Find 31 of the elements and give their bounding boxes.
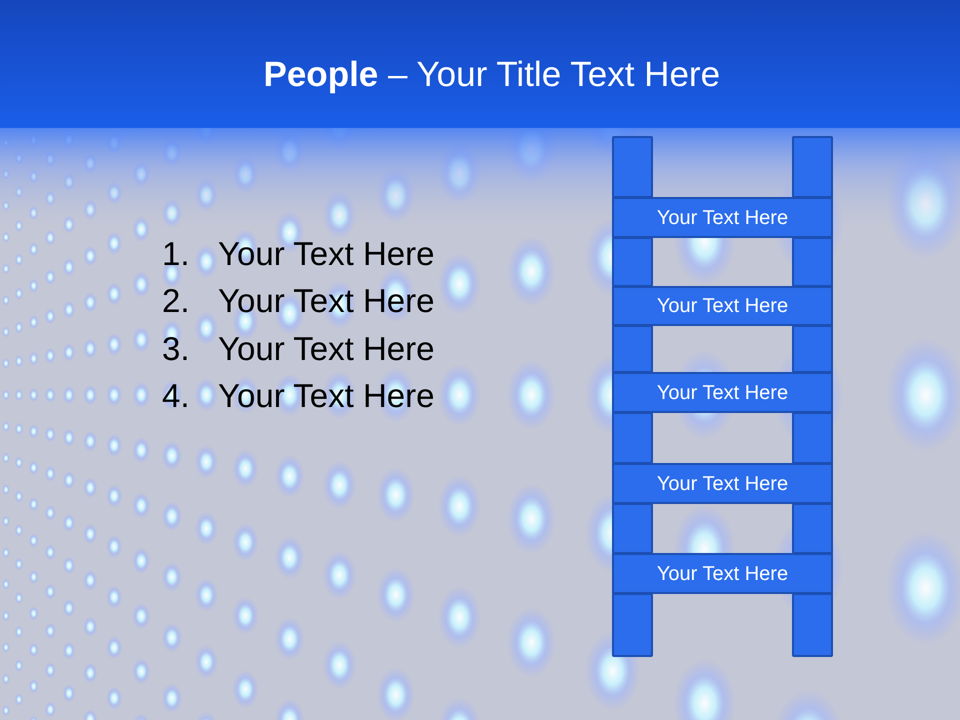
ladder-rail xyxy=(792,593,833,657)
rung-text: Your Text Here xyxy=(656,294,788,318)
list-number: 2. xyxy=(162,281,190,322)
ladder-rung xyxy=(612,197,833,238)
ladder-rung xyxy=(612,372,833,413)
rung-text: Your Text Here xyxy=(656,562,788,586)
ladder-rail xyxy=(612,503,653,554)
list-number: 3. xyxy=(162,328,190,369)
ladder-rung xyxy=(612,463,833,504)
ladder-rail xyxy=(792,412,833,464)
ladder-rail xyxy=(612,237,653,287)
ladder-rail xyxy=(792,503,833,554)
list-number: 4. xyxy=(162,376,190,416)
ladder-rail xyxy=(792,325,833,373)
ladder-rung xyxy=(612,553,833,594)
list-item: Your Text Here xyxy=(218,281,434,322)
ladder-rail xyxy=(612,593,653,657)
rung-text: Your Text Here xyxy=(656,380,788,404)
list-item: Your Text Here xyxy=(218,234,434,274)
ladder-rail xyxy=(792,237,833,287)
list-item: Your Text Here xyxy=(218,328,434,369)
ladder-rail xyxy=(612,136,653,198)
slide-title: People – Your Title Text Here xyxy=(264,54,720,96)
ladder-rail xyxy=(612,325,653,373)
rung-text: Your Text Here xyxy=(656,206,788,230)
list-item: Your Text Here xyxy=(218,376,434,416)
ladder-rung xyxy=(612,286,833,326)
list-number: 1. xyxy=(162,234,190,274)
ladder-rail xyxy=(792,136,833,198)
ladder-rail xyxy=(612,412,653,464)
rung-text: Your Text Here xyxy=(656,472,788,496)
